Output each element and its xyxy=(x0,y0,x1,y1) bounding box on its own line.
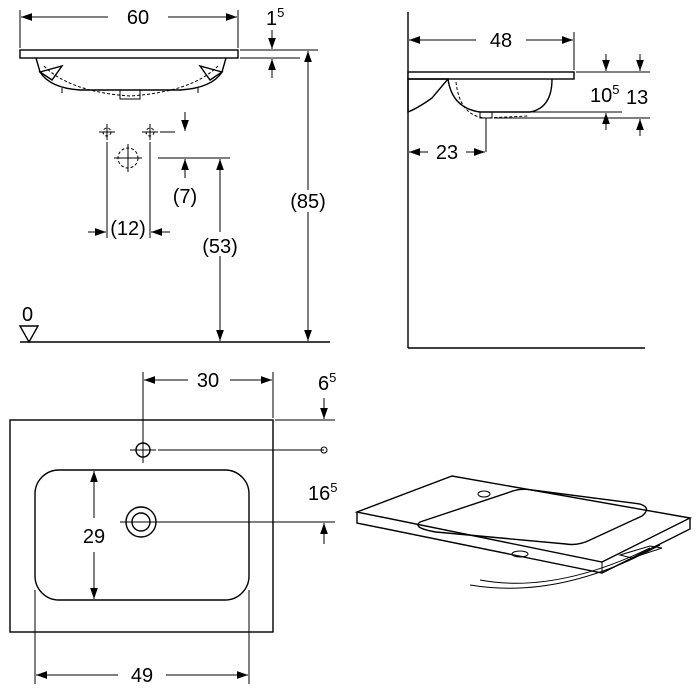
side-basin-bowl xyxy=(447,78,553,113)
front-view: 60 15 (85) xyxy=(18,5,330,344)
label-tap-offset: (12) xyxy=(110,218,146,240)
top-view: 30 65 165 29 49 xyxy=(9,370,337,687)
drain-symbol xyxy=(114,144,142,172)
top-bowl-outline xyxy=(34,469,250,601)
side-bracket xyxy=(407,78,450,114)
label-depth-48: 48 xyxy=(490,30,512,52)
label-tap-to-drain: 165 xyxy=(308,480,337,505)
label-bowl-depth-side: 105 xyxy=(590,82,619,107)
label-total-depth: 13 xyxy=(626,87,648,109)
label-bowl-width: 49 xyxy=(131,665,153,687)
label-floor-level: 0 xyxy=(22,304,33,326)
front-basin-slab xyxy=(19,49,239,59)
front-basin-bowl xyxy=(35,57,227,91)
label-tap-to-edge: 65 xyxy=(318,370,336,395)
drain-hole xyxy=(120,506,162,538)
side-basin-slab xyxy=(407,71,575,80)
top-basin-outline xyxy=(9,419,274,633)
label-tap-height: (7) xyxy=(173,186,197,208)
floor-level-marker xyxy=(18,325,40,344)
perspective-view xyxy=(354,475,693,589)
perspective-tap-hole xyxy=(477,490,491,498)
label-bowl-depth: 29 xyxy=(83,526,105,548)
tap-hole-symbol-right xyxy=(142,124,158,140)
label-width-60: 60 xyxy=(127,7,149,29)
label-total-height: (85) xyxy=(290,191,326,213)
perspective-bowl xyxy=(417,488,648,546)
label-rim-thickness: 15 xyxy=(266,5,284,30)
side-view: 48 23 105 13 xyxy=(407,12,650,349)
label-tap-distance: 30 xyxy=(197,370,219,392)
tap-hole xyxy=(130,437,156,463)
perspective-drain xyxy=(511,550,529,558)
label-drain-height: (53) xyxy=(202,236,238,258)
front-drain xyxy=(119,89,141,100)
label-drain-offset: 23 xyxy=(436,142,458,164)
tap-hole-symbol-left xyxy=(99,124,115,140)
front-bowl-inner xyxy=(43,65,219,97)
